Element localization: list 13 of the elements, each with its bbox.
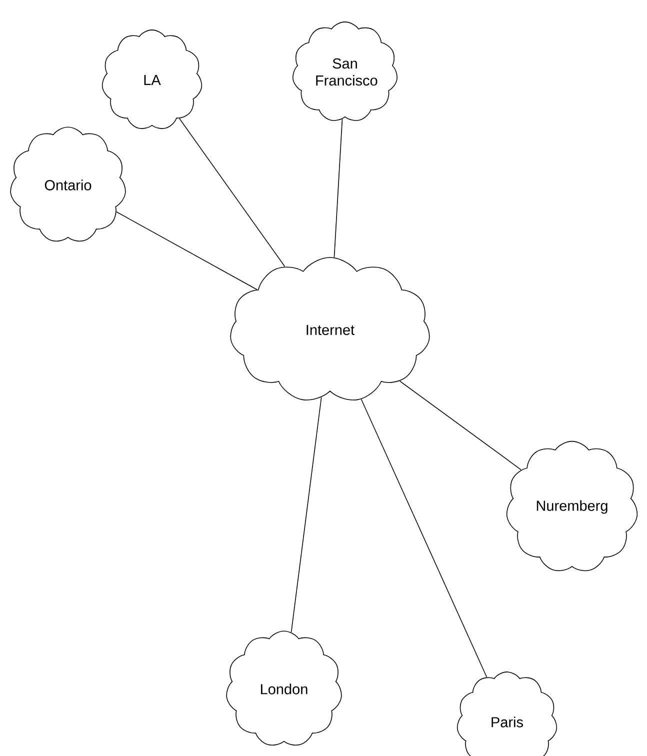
connector-line <box>179 118 286 267</box>
connector-line <box>290 397 322 633</box>
cloud-node: Internet <box>230 257 430 400</box>
cloud-node: London <box>226 630 342 746</box>
cloud-node: Nuremberg <box>506 440 638 572</box>
connector-line <box>116 211 258 290</box>
connector-line <box>334 118 343 258</box>
connector-line <box>400 380 522 470</box>
cloud-node: San Francisco <box>292 22 398 121</box>
cloud-node: LA <box>102 30 202 129</box>
connector-line <box>360 398 488 678</box>
cloud-node: Ontario <box>10 126 126 242</box>
cloud-node: Paris <box>456 672 558 756</box>
